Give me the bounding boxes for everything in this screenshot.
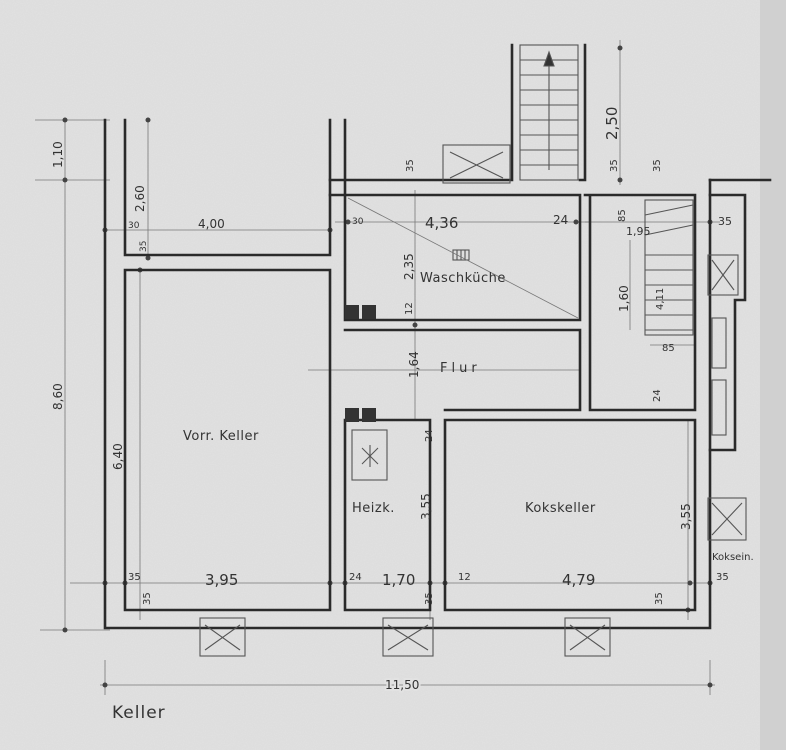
dim-heiz-height: 3,55 xyxy=(419,493,433,520)
plan-title: Keller xyxy=(112,703,166,723)
dim-wasch-wall-right: 24 xyxy=(553,213,568,227)
dim-flur-wall-right: 24 xyxy=(652,389,663,402)
dim-overall-width: 11,50 xyxy=(385,678,419,692)
dim-top-room-width: 4,00 xyxy=(198,217,225,231)
dim-heiz-wall-bottom: 35 xyxy=(424,592,435,605)
room-label-waschkueche: Waschküche xyxy=(420,271,506,286)
walls xyxy=(103,43,772,630)
room-label-kokseinwurf: Koksein. xyxy=(712,552,754,563)
dim-wasch-height: 2,35 xyxy=(402,253,416,280)
dim-top-strip: 1,10 xyxy=(51,141,65,168)
side-staircase xyxy=(644,199,694,336)
dim-stair2-bottom: 85 xyxy=(662,343,675,354)
dim-koks-width: 4,79 xyxy=(562,571,595,589)
dim-wasch-top-wall: 35 xyxy=(405,159,416,172)
chimney-flues xyxy=(345,305,376,422)
dim-flur-wall-top: 12 xyxy=(404,302,415,315)
dim-overall-height: 8,60 xyxy=(51,383,65,410)
boiler xyxy=(351,429,388,481)
dim-stair-length: 2,50 xyxy=(603,107,621,140)
dim-wasch-width: 4,36 xyxy=(425,214,458,232)
dimension-lines xyxy=(35,40,720,695)
diagonal-line xyxy=(347,197,579,319)
dim-koks-wall-right: 35 xyxy=(716,572,729,583)
dim-stair-wall-left: 35 xyxy=(609,159,620,172)
dim-top-room-height: 2,60 xyxy=(133,185,147,212)
dim-stair-wall-right: 35 xyxy=(652,159,663,172)
dimension-labels: 8,60 1,10 2,60 4,00 30 35 6,40 30 4,36 2… xyxy=(51,107,732,694)
main-staircase xyxy=(519,44,579,181)
room-label-flur: Flur xyxy=(440,361,481,376)
room-label-kokskeller: Kokskeller xyxy=(525,501,596,516)
dim-heiz-wall: 24 xyxy=(424,429,435,442)
dim-stair2-run: 4,11 xyxy=(655,288,666,310)
room-label-heizkeller: Heizk. xyxy=(352,501,395,516)
dim-flur-height: 1,64 xyxy=(407,351,421,378)
dim-top-room-wall-left: 30 xyxy=(128,221,140,231)
dim-heiz-wall-left: 24 xyxy=(349,572,362,583)
dim-top-room-wall-bottom: 35 xyxy=(139,241,149,252)
dim-koks-height: 3,55 xyxy=(679,503,693,530)
room-label-vorratskeller: Vorr. Keller xyxy=(183,429,259,444)
light-wells xyxy=(199,144,747,657)
dim-vorr-wall-left: 35 xyxy=(128,572,141,583)
paper-edge xyxy=(760,0,786,750)
dim-koks-wall-left: 12 xyxy=(458,572,471,583)
dim-wasch-wall-left: 30 xyxy=(352,217,364,227)
dim-koks-wall-bottom: 35 xyxy=(654,592,665,605)
dim-heiz-width: 1,70 xyxy=(382,571,415,589)
dim-vorr-width: 3,95 xyxy=(205,571,238,589)
dim-stair2-top: 85 xyxy=(617,209,628,222)
dim-stair2-height: 1,60 xyxy=(617,285,631,312)
dim-vorr-height: 6,40 xyxy=(111,443,125,470)
dim-vorr-wall-bottom: 35 xyxy=(142,592,153,605)
dim-stair2-turn: 1,95 xyxy=(626,225,651,238)
dim-right-wall: 35 xyxy=(718,215,732,228)
